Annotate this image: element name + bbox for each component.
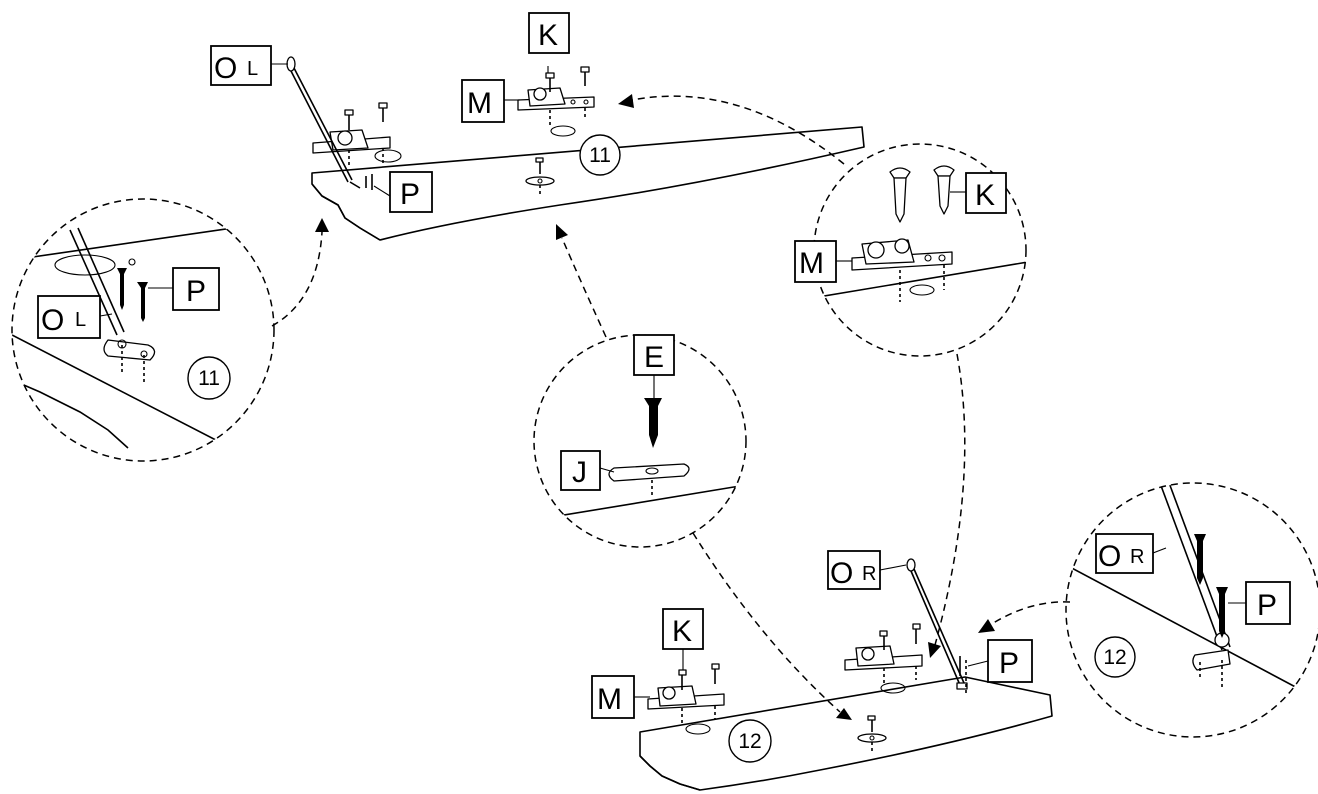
leader-lines <box>99 63 1246 698</box>
detail-circle-top-right <box>813 143 1027 357</box>
plate-j-top <box>525 157 555 196</box>
label-m-detail: M <box>794 240 837 283</box>
rod-ol-top <box>286 56 373 190</box>
svg-text:P: P <box>1257 589 1277 622</box>
svg-text:M: M <box>467 87 492 120</box>
label-p-bottom: P <box>987 639 1033 683</box>
svg-text:M: M <box>597 683 622 716</box>
svg-text:P: P <box>186 275 206 308</box>
rod-or-bottom <box>906 558 968 695</box>
label-p-detail-left: P <box>172 267 220 311</box>
label-p-top: P <box>389 171 433 213</box>
label-or-main: O R <box>827 550 881 590</box>
arrow-center-detail-to-top-board <box>556 224 607 338</box>
bottom-board <box>639 676 1053 791</box>
label-e: E <box>633 334 675 376</box>
svg-text:L: L <box>247 58 258 80</box>
arrow-top-right-detail-to-bottom-hinge <box>928 353 966 658</box>
svg-text:M: M <box>799 247 824 280</box>
step-badge-top-board: 11 <box>579 134 621 176</box>
svg-text:11: 11 <box>589 144 611 167</box>
svg-text:K: K <box>538 19 558 52</box>
hinge-right-bottom <box>844 623 923 684</box>
label-j: J <box>560 450 601 491</box>
label-ol-main: O L <box>210 45 272 86</box>
hinge-left-top <box>312 102 391 168</box>
svg-text:K: K <box>672 615 692 648</box>
step-badge-right-detail: 12 <box>1094 636 1136 678</box>
plate-j-bottom <box>857 715 887 752</box>
bottom-board-assembly <box>639 558 1053 791</box>
hinge-m-top <box>517 87 595 111</box>
screw-k-top <box>545 72 555 125</box>
top-board-assembly <box>286 56 865 241</box>
hinge-m-bottom <box>647 663 725 724</box>
svg-text:12: 12 <box>738 730 761 753</box>
detail-circle-center <box>533 334 747 548</box>
svg-text:J: J <box>572 456 587 489</box>
label-p-detail-right: P <box>1245 581 1291 625</box>
detail-circle-right <box>1065 482 1318 738</box>
svg-text:K: K <box>975 179 995 212</box>
svg-text:O: O <box>214 52 237 85</box>
step-badge-bottom-board: 12 <box>728 719 772 763</box>
step-badge-left-detail: 11 <box>187 356 231 400</box>
label-ol-detail: O L <box>37 295 101 339</box>
label-k-top: K <box>528 12 570 54</box>
arrow-top-right-detail-to-board <box>618 94 845 165</box>
svg-text:P: P <box>400 178 420 211</box>
svg-text:P: P <box>999 647 1019 680</box>
label-m-top: M <box>461 79 505 123</box>
arrow-center-detail-to-bottom-board <box>692 532 852 720</box>
arrow-left-detail-to-board <box>271 218 329 327</box>
label-m-bottom: M <box>591 675 635 719</box>
label-k-detail: K <box>965 172 1007 214</box>
svg-text:12: 12 <box>1103 646 1126 669</box>
svg-text:R: R <box>1130 546 1144 568</box>
svg-text:11: 11 <box>198 367 220 390</box>
screw-k-top-2 <box>580 66 590 118</box>
svg-text:O: O <box>830 557 853 590</box>
svg-text:O: O <box>1098 540 1121 573</box>
label-k-bottom: K <box>662 608 704 650</box>
arrow-right-detail-to-bottom-board <box>978 601 1071 633</box>
top-board <box>311 126 865 241</box>
label-or-detail: O R <box>1095 533 1154 574</box>
svg-text:L: L <box>75 309 86 331</box>
svg-text:E: E <box>644 341 664 374</box>
svg-text:R: R <box>862 563 876 585</box>
svg-text:O: O <box>41 304 64 337</box>
